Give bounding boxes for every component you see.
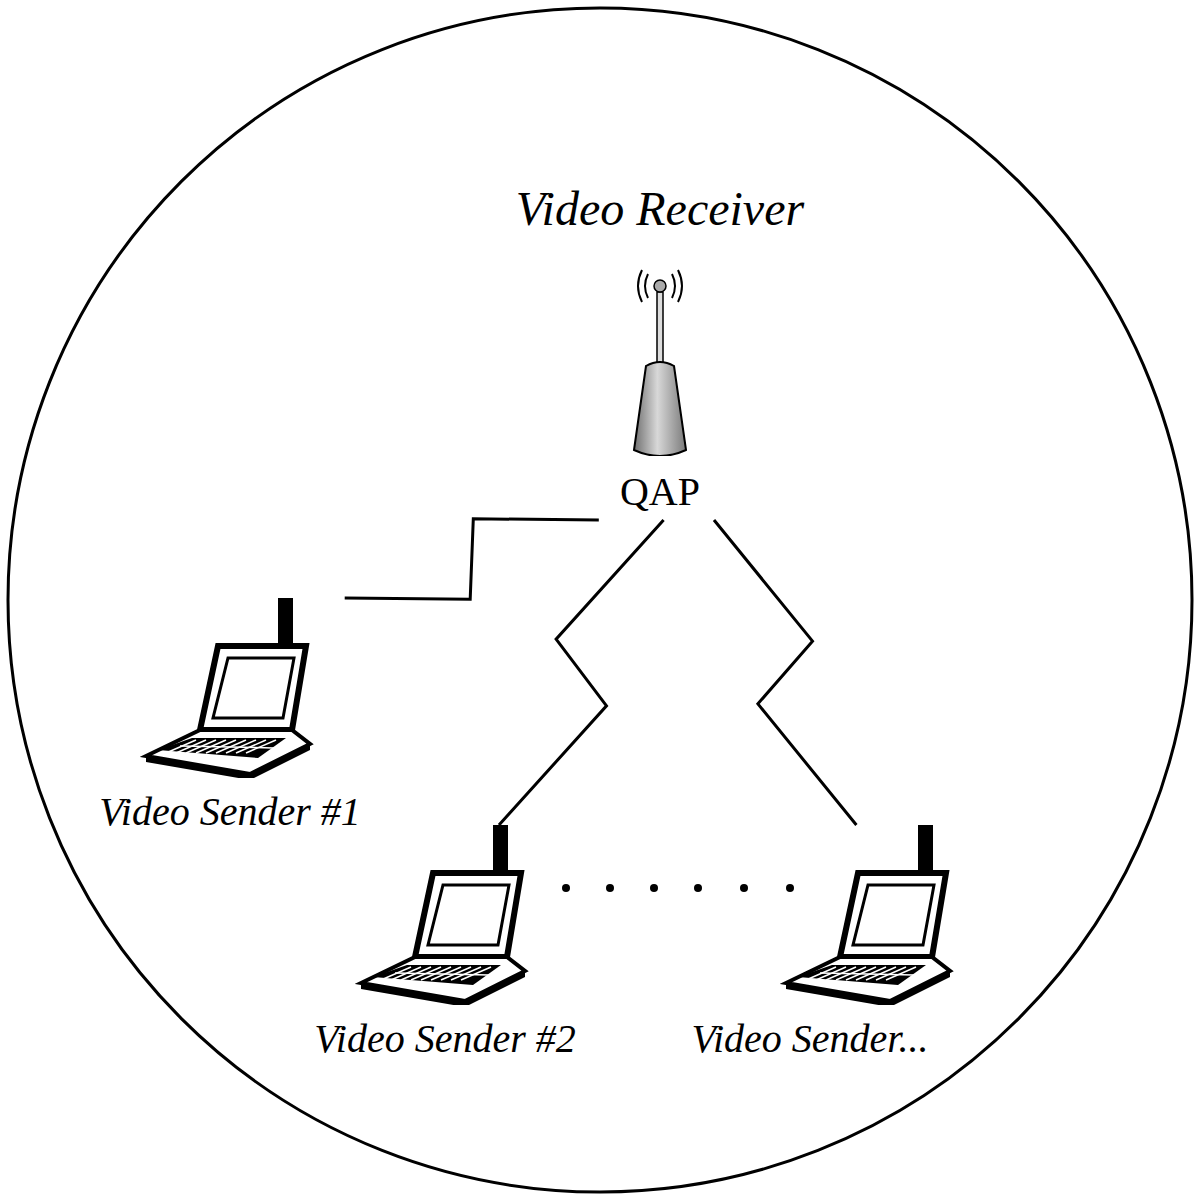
wireless-link	[499, 520, 664, 825]
sender-label: Video Sender #1	[99, 788, 360, 836]
ellipsis-dots	[562, 884, 794, 892]
access-point-icon	[600, 266, 720, 456]
video-sender-node: Video Sender...	[665, 825, 955, 1063]
sender-label: Video Sender #2	[314, 1015, 575, 1063]
receiver-heading: Video Receiver	[516, 180, 804, 238]
video-sender-node: Video Sender #1	[75, 598, 385, 836]
laptop-icon	[140, 598, 320, 778]
access-point-node: Video ReceiverQAP	[480, 180, 840, 516]
device-label: QAP	[620, 468, 700, 516]
wireless-link	[714, 520, 856, 825]
laptop-icon	[355, 825, 535, 1005]
laptop-icon	[780, 825, 960, 1005]
sender-label: Video Sender...	[692, 1015, 929, 1063]
wireless-link	[345, 519, 599, 599]
video-sender-node: Video Sender #2	[295, 825, 595, 1063]
